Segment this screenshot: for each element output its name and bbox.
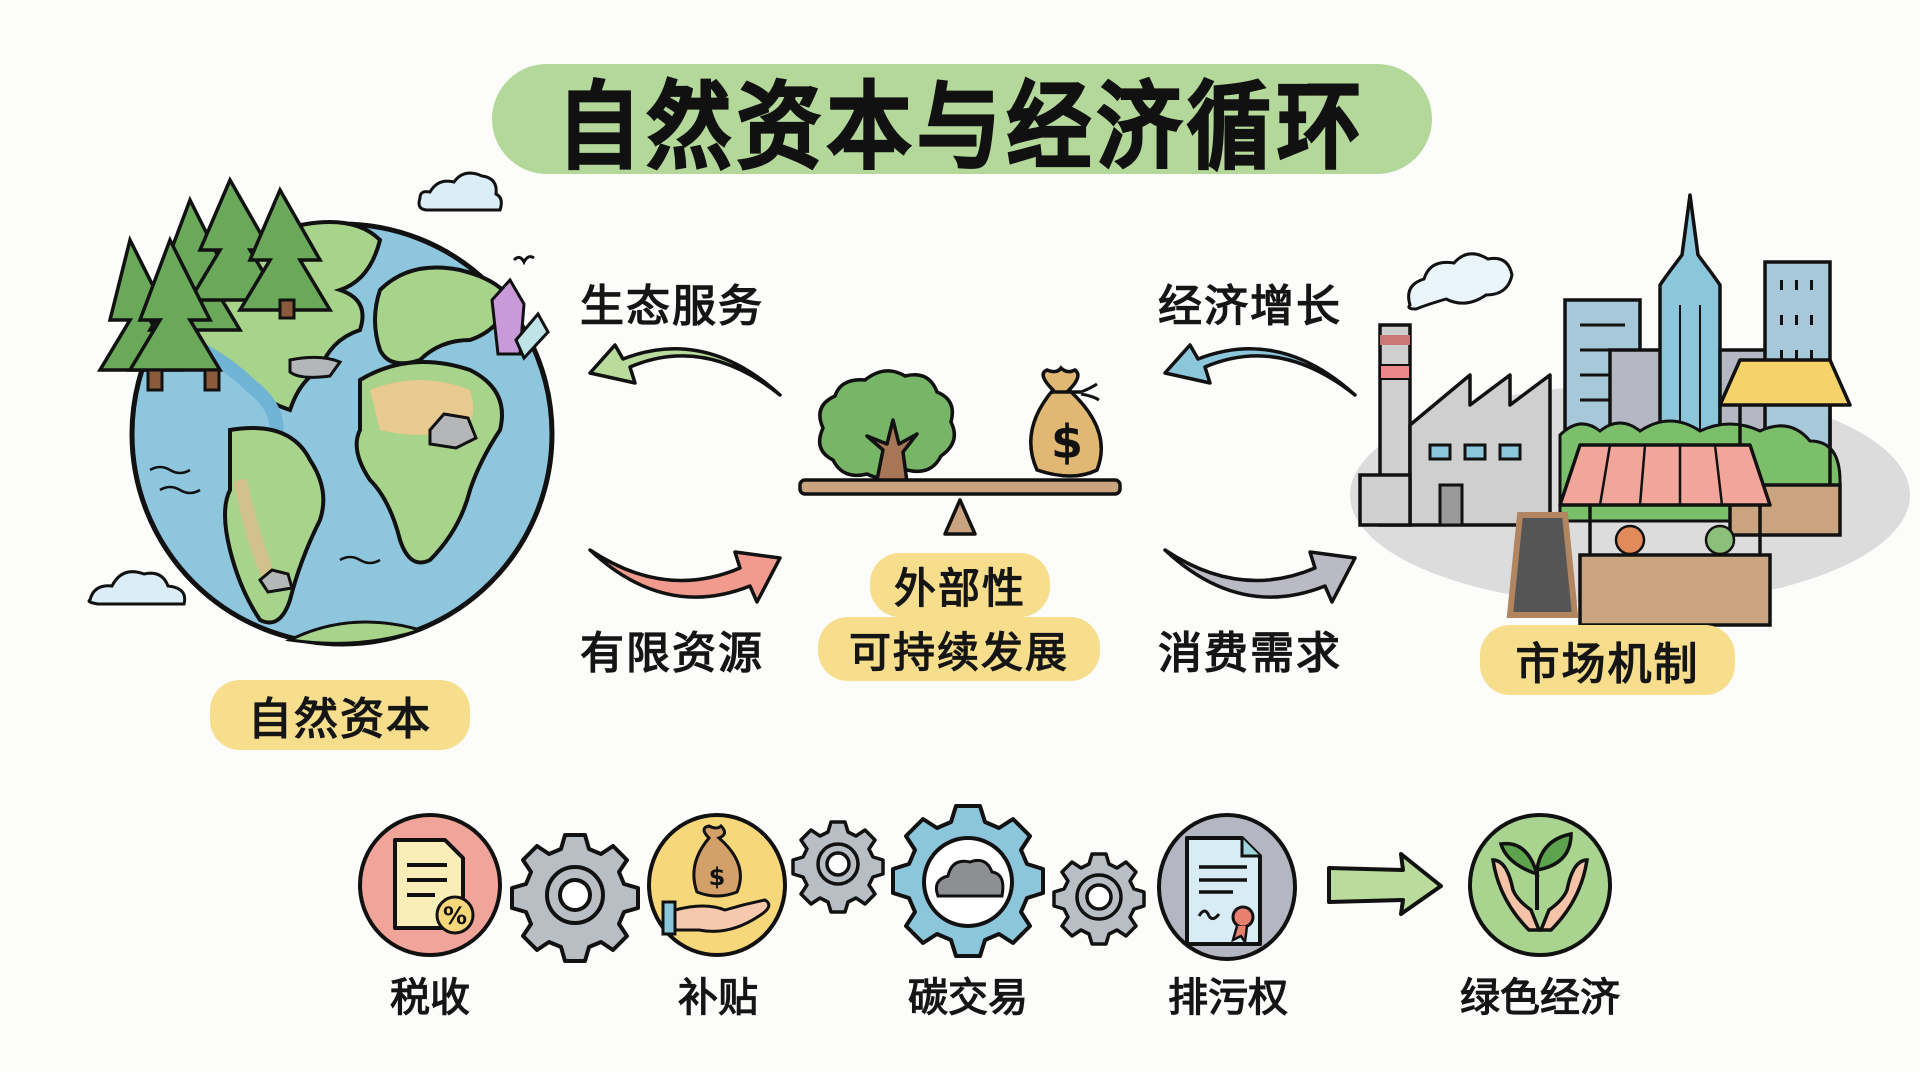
externality-pill: 外部性 (870, 553, 1050, 617)
market-mechanism-pill: 市场机制 (1480, 625, 1735, 695)
city-market-icon (1350, 193, 1910, 627)
balance-scale-icon: $ (798, 365, 1122, 536)
cloud-gear-icon (891, 804, 1045, 958)
externality-label: 外部性 (893, 563, 1026, 613)
small-gear-icon (791, 820, 885, 914)
limited-resources-label: 有限资源 (580, 628, 764, 679)
arrow-right-gray-icon (1163, 548, 1357, 604)
small-gear-icon-2 (1052, 852, 1146, 946)
page-title: 自然资本与经济循环 (556, 70, 1367, 182)
svg-text:%: % (443, 902, 467, 930)
svg-text:$: $ (1051, 415, 1083, 469)
economic-growth-label: 经济增长 (1158, 281, 1342, 332)
tax-document-percent-icon: % (358, 813, 502, 957)
natural-capital-pill: 自然资本 (210, 680, 470, 750)
market-mechanism-label: 市场机制 (1515, 639, 1700, 690)
gear-icon (510, 833, 640, 963)
hands-sprout-icon (1468, 813, 1612, 957)
tool-label-carbon-trading: 碳交易 (908, 975, 1028, 1021)
tool-label-green-economy: 绿色经济 (1460, 975, 1620, 1021)
arrow-right-red-icon (588, 548, 782, 604)
tool-label-subsidy: 补贴 (678, 975, 758, 1021)
sustainable-development-pill: 可持续发展 (818, 617, 1100, 681)
ecological-services-label: 生态服务 (580, 281, 764, 332)
natural-capital-label: 自然资本 (248, 694, 432, 745)
consumer-demand-label: 消费需求 (1158, 628, 1342, 679)
certificate-document-icon (1157, 813, 1297, 961)
hand-money-bag-icon: $ (647, 813, 787, 957)
arrow-left-blue-icon (1163, 343, 1357, 397)
arrow-right-green-icon (1327, 852, 1443, 916)
tool-label-tax: 税收 (390, 975, 470, 1021)
globe-icon (87, 171, 555, 647)
arrow-left-green-icon (588, 343, 782, 397)
svg-text:$: $ (709, 863, 726, 891)
tool-label-emission-rights: 排污权 (1168, 975, 1288, 1021)
sustainable-development-label: 可持续发展 (848, 627, 1069, 677)
title-banner: 自然资本与经济循环 (492, 64, 1432, 182)
